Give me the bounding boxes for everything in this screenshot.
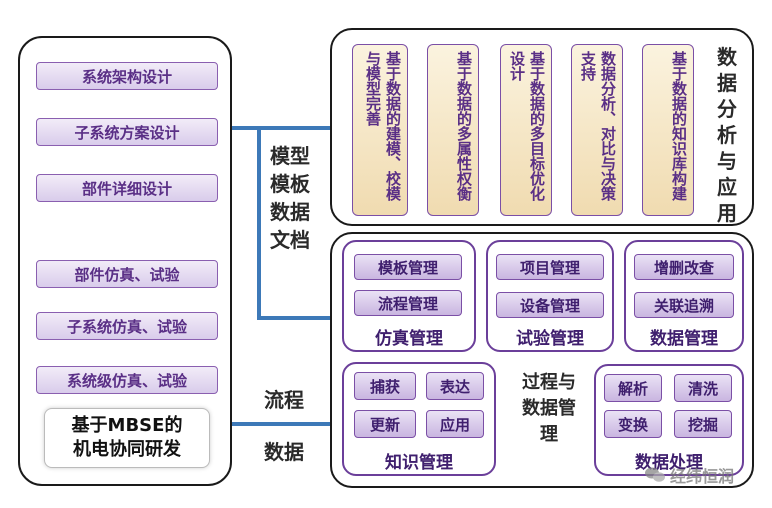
- btn-template-management[interactable]: 模板管理: [354, 254, 462, 280]
- btn-parse[interactable]: 解析: [604, 374, 662, 402]
- item-subsystem-simulation[interactable]: 子系统仿真、试验: [36, 312, 218, 340]
- btn-clean[interactable]: 清洗: [674, 374, 732, 402]
- connector-horizontal-mid: [257, 316, 335, 320]
- card-multi-attribute[interactable]: 基于数据的多属性权衡: [427, 44, 479, 216]
- btn-crud[interactable]: 增删改查: [634, 254, 734, 280]
- btn-mining[interactable]: 挖掘: [674, 410, 732, 438]
- core-title-box: 基于MBSE的 机电协同研发: [44, 408, 210, 468]
- item-system-architecture[interactable]: 系统架构设计: [36, 62, 218, 90]
- upper-connector-label: 模型 模板 数据 文档: [270, 144, 310, 252]
- core-title-line1: 基于MBSE的: [71, 415, 183, 436]
- label-simulation-management: 仿真管理: [375, 329, 443, 349]
- watermark-text: 经纬恒润: [670, 467, 735, 486]
- label-test-management: 试验管理: [516, 329, 584, 349]
- item-system-simulation[interactable]: 系统级仿真、试验: [36, 366, 218, 394]
- card-multi-objective[interactable]: 基于数据的多目标优化设计: [500, 44, 552, 216]
- data-label: 数据: [264, 440, 304, 464]
- label-knowledge-management: 知识管理: [385, 453, 453, 473]
- card-model-calibration[interactable]: 基于数据的建模、校模与模型完善: [352, 44, 408, 216]
- connector-horizontal-bottom: [232, 422, 332, 426]
- btn-capture[interactable]: 捕获: [354, 372, 416, 400]
- core-title-line2: 机电协同研发: [73, 439, 181, 460]
- item-part-design[interactable]: 部件详细设计: [36, 174, 218, 202]
- card-knowledge-base[interactable]: 基于数据的知识库构建: [642, 44, 694, 216]
- connector-horizontal-top: [232, 126, 332, 130]
- process-data-label: 过程与数据管理: [522, 372, 576, 445]
- label-data-management: 数据管理: [650, 329, 718, 349]
- wechat-icon: [644, 466, 666, 484]
- analysis-side-label: 数据分析与应用: [717, 45, 737, 225]
- btn-update[interactable]: 更新: [354, 410, 416, 438]
- btn-project-management[interactable]: 项目管理: [496, 254, 604, 280]
- btn-transform[interactable]: 变换: [604, 410, 662, 438]
- connector-vertical: [257, 126, 261, 320]
- btn-apply[interactable]: 应用: [426, 410, 484, 438]
- item-part-simulation[interactable]: 部件仿真、试验: [36, 260, 218, 288]
- flow-label: 流程: [264, 388, 304, 412]
- item-subsystem-design[interactable]: 子系统方案设计: [36, 118, 218, 146]
- card-decision-support[interactable]: 数据分析、对比与决策支持: [571, 44, 623, 216]
- btn-process-management[interactable]: 流程管理: [354, 290, 462, 316]
- btn-equipment-management[interactable]: 设备管理: [496, 292, 604, 318]
- btn-traceability[interactable]: 关联追溯: [634, 292, 734, 318]
- watermark: 经纬恒润: [644, 460, 762, 490]
- btn-express[interactable]: 表达: [426, 372, 484, 400]
